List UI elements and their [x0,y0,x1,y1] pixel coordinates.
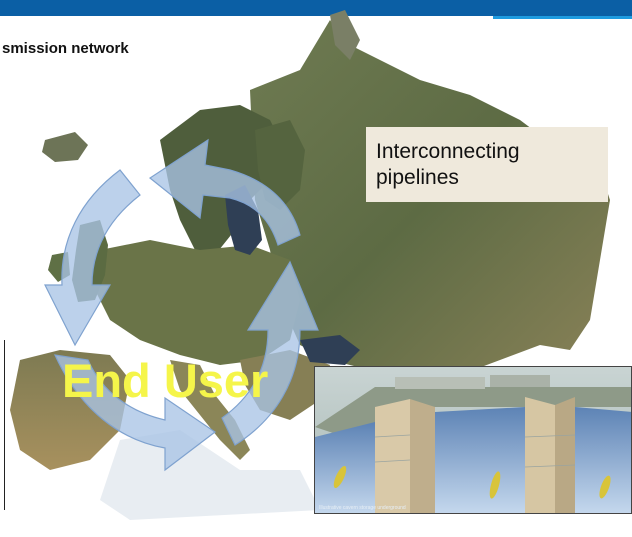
landmass-novaya-zemlya [330,10,360,60]
black-sea [300,335,360,365]
left-image-frame [0,340,5,510]
inset-caption: Illustrative cavern storage underground [319,505,406,511]
cavern-illustration-graphic [315,367,631,513]
end-user-label: End User [62,354,269,407]
header-bar [0,0,632,16]
cavern-storage-illustration: Illustrative cavern storage underground [314,366,632,514]
landmass-iceland [42,132,88,162]
landmass-central [95,240,300,365]
slide-title: smission network [2,40,129,57]
pipelines-callout: Interconnecting pipelines [366,127,608,202]
callout-line-1: Interconnecting [376,140,520,163]
mediterranean-sea [100,430,320,520]
cycle-arrows-icon [44,138,319,472]
header-accent [493,16,632,19]
callout-line-2: pipelines [376,166,459,189]
